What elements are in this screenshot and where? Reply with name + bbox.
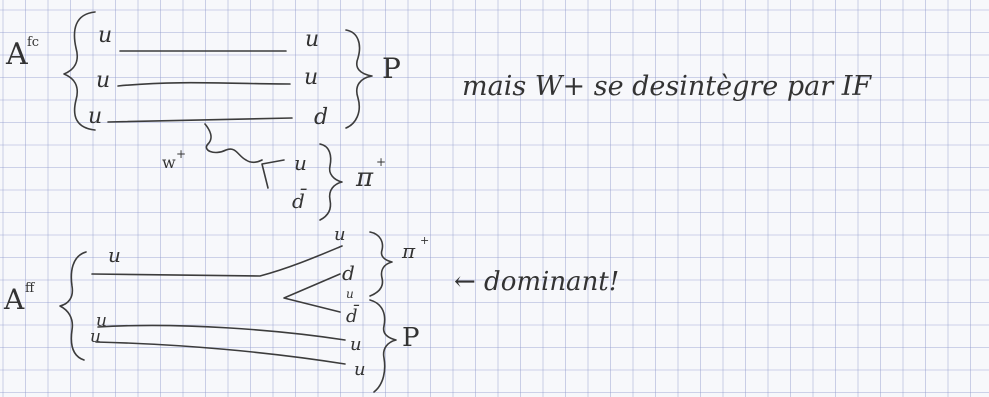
right-quark-dbar: d̄ xyxy=(346,303,360,327)
w-decay-branch xyxy=(261,159,285,189)
top-quark-2: u xyxy=(108,243,121,267)
w-product-dbar: d̄ xyxy=(292,188,307,213)
quark-line-top xyxy=(91,245,343,277)
diagram-2: A ff u u u u d u d̄ u u π + P ← dominant… xyxy=(3,224,619,393)
pair-quark-2: u xyxy=(90,327,101,347)
quark-line-3 xyxy=(107,117,293,123)
note-1: mais W+ se desintègre par IF xyxy=(462,71,872,102)
quark-line-2 xyxy=(117,81,291,87)
row-3-left-quark: u xyxy=(88,104,102,129)
row-2-right-quark: u xyxy=(304,65,318,90)
w-boson-sup: + xyxy=(176,147,186,161)
proton-label-1: P xyxy=(382,52,401,85)
right-curly-brace-w xyxy=(319,143,343,221)
right-quark-u-small: u xyxy=(346,287,354,301)
pion-sup-2: + xyxy=(420,234,429,247)
right-curly-brace-proton-2 xyxy=(369,299,397,393)
left-curly-brace-2 xyxy=(59,251,87,361)
w-decay: w + u d̄ π + xyxy=(162,123,386,221)
pair-creation-vertex xyxy=(283,273,341,313)
diagram-2-label: A xyxy=(3,283,25,316)
right-curly-brace-1 xyxy=(345,29,373,129)
pion-sup-1: + xyxy=(376,155,386,169)
diagram-1: A fc u u u u u d P mais W+ se desintègre… xyxy=(5,11,872,131)
diagram-1-label: A xyxy=(5,37,28,72)
row-1-left-quark: u xyxy=(98,23,112,48)
pair-quark-1: u xyxy=(96,311,107,331)
w-boson-wavy-line xyxy=(204,123,263,164)
row-2-left-quark: u xyxy=(96,68,110,93)
quark-line-pair-1 xyxy=(97,324,346,341)
w-boson-label: w xyxy=(162,153,176,172)
diagram-2-label-sup: ff xyxy=(25,281,36,296)
diagram-1-label-sup: fc xyxy=(27,35,39,50)
right-quark-u-2: u xyxy=(350,334,362,355)
right-quark-u-3: u xyxy=(354,359,366,380)
row-1-right-quark: u xyxy=(305,27,319,52)
note-2: ← dominant! xyxy=(454,267,619,297)
row-3-right-quark: d xyxy=(314,105,328,130)
right-curly-brace-pion xyxy=(369,231,393,297)
right-quark-d: d xyxy=(342,261,355,285)
proton-label-2: P xyxy=(402,323,420,353)
left-curly-brace-1 xyxy=(63,11,96,131)
pion-label-2: π xyxy=(401,239,416,263)
pion-label-1: π xyxy=(355,163,374,193)
w-product-u: u xyxy=(294,151,307,175)
quark-line-pair-2 xyxy=(95,341,346,365)
right-quark-u-1: u xyxy=(334,224,346,245)
